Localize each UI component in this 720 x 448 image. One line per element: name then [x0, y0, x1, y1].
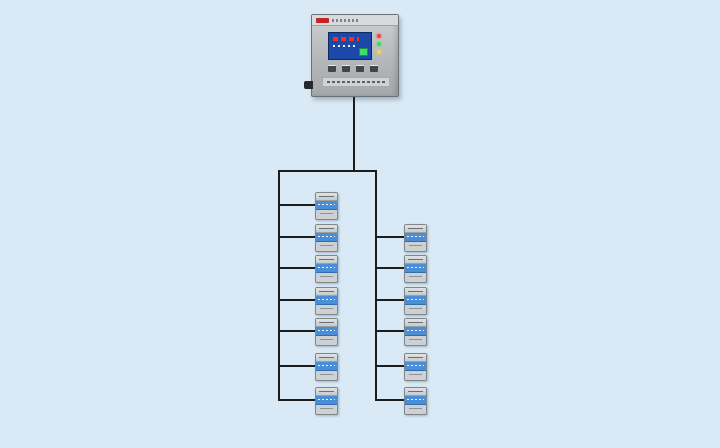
branch-line [279, 299, 315, 301]
detector-display [316, 233, 337, 242]
branch-line [279, 267, 315, 269]
controller-display [328, 32, 372, 60]
detector-display [316, 201, 337, 210]
gas-detector-10 [404, 287, 427, 315]
detector-label-area [405, 319, 426, 327]
alarm-led [377, 34, 381, 38]
detector-terminal-area [405, 336, 426, 345]
gas-detector-7 [315, 387, 338, 415]
gas-detector-1 [315, 192, 338, 220]
gas-detector-5 [315, 318, 338, 346]
branch-line [279, 236, 315, 238]
detector-label-area [316, 354, 337, 362]
brand-text [332, 19, 358, 22]
display-ok-indicator [359, 48, 368, 56]
detector-display [316, 264, 337, 273]
detector-terminal-area [316, 210, 337, 219]
branch-line [376, 299, 404, 301]
gas-detector-9 [404, 255, 427, 283]
gas-detector-2 [315, 224, 338, 252]
detector-terminal-area [316, 305, 337, 314]
detector-terminal-area [405, 273, 426, 282]
detector-terminal-area [405, 405, 426, 414]
branch-line [376, 365, 404, 367]
right-bus-line [375, 170, 377, 401]
detector-display [316, 396, 337, 405]
branch-line [376, 236, 404, 238]
branch-line [376, 330, 404, 332]
detector-label-area [405, 256, 426, 264]
gas-detector-8 [404, 224, 427, 252]
detector-display [405, 264, 426, 273]
gas-detector-3 [315, 255, 338, 283]
detector-display [405, 396, 426, 405]
detector-display [405, 362, 426, 371]
controller-drop-line [353, 95, 355, 172]
display-digits [333, 37, 359, 41]
gas-detector-6 [315, 353, 338, 381]
controller-button [328, 65, 336, 72]
display-status-row [333, 45, 355, 47]
detector-label-area [316, 319, 337, 327]
left-bus-line [278, 170, 280, 401]
detector-terminal-area [316, 336, 337, 345]
branch-line [376, 399, 404, 401]
detector-display [405, 233, 426, 242]
branch-line [279, 330, 315, 332]
power-led [377, 42, 381, 46]
detector-terminal-area [316, 242, 337, 251]
detector-display [316, 327, 337, 336]
gas-alarm-controller [304, 14, 399, 97]
controller-label-band [322, 77, 390, 87]
controller-button [342, 65, 350, 72]
bus-header-line [278, 170, 377, 172]
detector-display [316, 296, 337, 305]
fault-led [377, 50, 381, 54]
detector-label-area [405, 225, 426, 233]
detector-terminal-area [316, 371, 337, 380]
detector-label-area [405, 354, 426, 362]
side-conduit [304, 81, 313, 89]
detector-label-area [316, 256, 337, 264]
branch-line [279, 365, 315, 367]
detector-display [316, 362, 337, 371]
detector-label-area [316, 388, 337, 396]
controller-button [370, 65, 378, 72]
branch-line [279, 399, 315, 401]
gas-detector-12 [404, 353, 427, 381]
detector-label-area [405, 388, 426, 396]
detector-terminal-area [405, 242, 426, 251]
brand-logo [316, 18, 329, 23]
detector-display [405, 296, 426, 305]
detector-terminal-area [405, 305, 426, 314]
detector-terminal-area [316, 405, 337, 414]
controller-top-strip [312, 15, 398, 26]
detector-terminal-area [405, 371, 426, 380]
detector-label-area [316, 225, 337, 233]
branch-line [376, 267, 404, 269]
gas-detector-11 [404, 318, 427, 346]
detector-label-area [316, 193, 337, 201]
branch-line [279, 204, 315, 206]
detector-terminal-area [316, 273, 337, 282]
gas-detector-13 [404, 387, 427, 415]
detector-label-area [405, 288, 426, 296]
detector-display [405, 327, 426, 336]
gas-detector-4 [315, 287, 338, 315]
detector-label-area [316, 288, 337, 296]
controller-button [356, 65, 364, 72]
